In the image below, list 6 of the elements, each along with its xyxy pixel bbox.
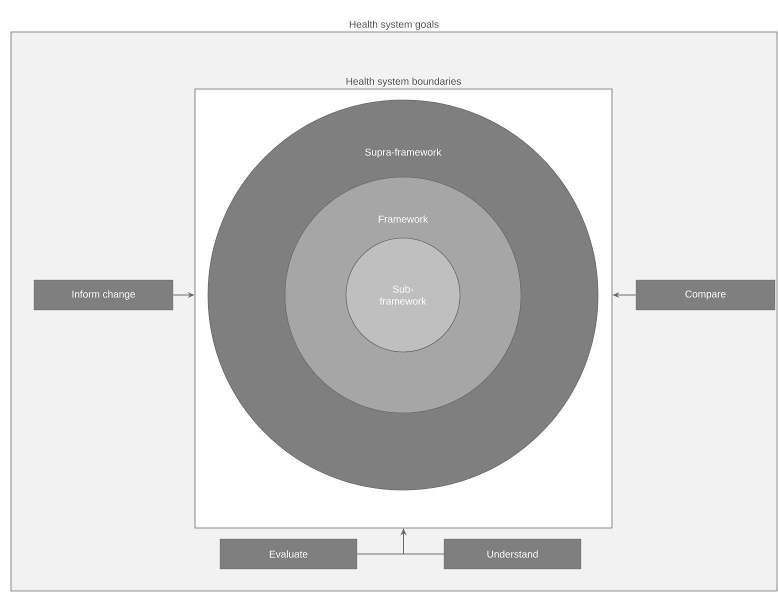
label-box: Compare: [636, 280, 776, 310]
node-label: Health system goals: [350, 20, 439, 30]
node-label: Health system boundaries: [346, 77, 461, 87]
label-box: Evaluate: [220, 538, 358, 570]
label-box: Understand: [444, 538, 582, 570]
label-box: Inform change: [34, 280, 174, 310]
